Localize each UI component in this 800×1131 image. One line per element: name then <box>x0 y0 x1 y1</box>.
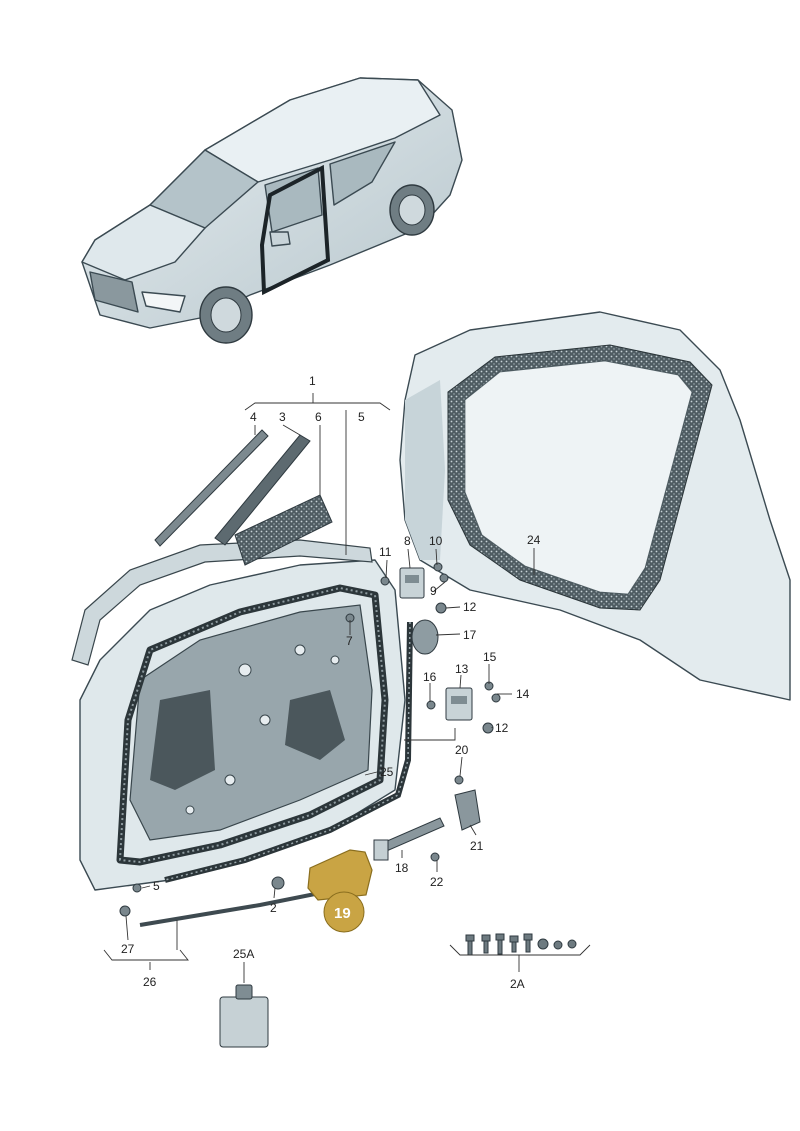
car-grille <box>89 271 139 313</box>
callout-19: 19 <box>334 905 351 922</box>
part-2A-screw-set <box>465 933 577 956</box>
callout-15: 15 <box>483 650 497 664</box>
callout-17: 17 <box>463 628 477 642</box>
car-headlight <box>141 291 186 313</box>
callout-2: 2 <box>270 901 277 915</box>
callout-21: 21 <box>470 839 484 853</box>
car-illustration <box>81 77 463 344</box>
callout-27: 27 <box>121 942 135 956</box>
callout-18: 18 <box>395 861 409 875</box>
leader-lines <box>103 393 591 983</box>
callout-16: 16 <box>423 670 437 684</box>
car-side-window-rear <box>329 141 396 206</box>
callout-1: 1 <box>309 374 316 388</box>
part-3-strip <box>214 434 311 546</box>
callout-5-bottom: 5 <box>153 879 160 893</box>
door-opening-inner <box>464 360 693 595</box>
callout-24: 24 <box>527 533 541 547</box>
callout-25A: 25A <box>233 947 254 961</box>
callout-14: 14 <box>516 687 530 701</box>
small-fasteners <box>119 562 501 917</box>
part-6-pad <box>234 494 333 566</box>
callout-12-upper: 12 <box>463 600 477 614</box>
car-side-window-front <box>264 167 323 233</box>
callout-12-lower: 12 <box>495 721 509 735</box>
callout-9: 9 <box>430 584 437 598</box>
callout-20: 20 <box>455 743 469 757</box>
callout-3: 3 <box>279 410 286 424</box>
door-window-frame <box>71 539 373 666</box>
callout-11: 11 <box>379 545 392 559</box>
callout-7: 7 <box>346 634 353 648</box>
callout-8: 8 <box>404 534 411 548</box>
door-assembly <box>71 539 413 927</box>
body-b-pillar-shade <box>405 380 445 560</box>
callout-26: 26 <box>143 975 157 989</box>
callout-2A: 2A <box>510 977 525 991</box>
car-roof <box>204 77 441 183</box>
part-25A-bottle <box>219 984 269 1048</box>
part-17-bumper <box>411 619 439 655</box>
callout-labels: 1 4 3 6 5 11 8 10 9 12 17 13 15 14 16 12… <box>121 374 541 991</box>
part-19-highlighted <box>307 849 373 901</box>
part-4-strip <box>154 429 269 547</box>
part-21-housing <box>454 789 481 831</box>
callout-13: 13 <box>455 662 469 676</box>
body-door-opening <box>399 311 791 701</box>
car-mirror <box>269 231 291 247</box>
callout-6: 6 <box>315 410 322 424</box>
callout-4: 4 <box>250 410 257 424</box>
callout-25: 25 <box>380 765 394 779</box>
callout-22: 22 <box>430 875 444 889</box>
callout-5-top: 5 <box>358 410 365 424</box>
car-front-door-outline <box>259 164 331 296</box>
callout-10: 10 <box>429 534 443 548</box>
callout-19-badge <box>323 891 365 933</box>
door-inner-panel-holes <box>150 690 345 790</box>
loose-parts <box>119 429 577 1048</box>
